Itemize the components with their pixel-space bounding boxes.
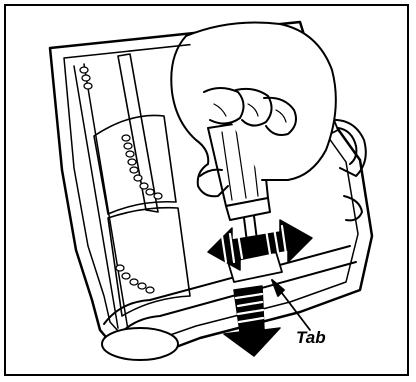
tab-callout-label: Tab	[296, 328, 326, 347]
horizontal-double-arrow-icon	[207, 219, 313, 271]
roller	[101, 245, 357, 361]
tab-callout-leader	[271, 279, 311, 331]
hand	[170, 21, 337, 198]
bristle-tufts	[79, 66, 163, 294]
bristle-slots	[79, 53, 191, 317]
down-arrow-icon	[223, 285, 281, 357]
side-wheel	[329, 118, 367, 222]
